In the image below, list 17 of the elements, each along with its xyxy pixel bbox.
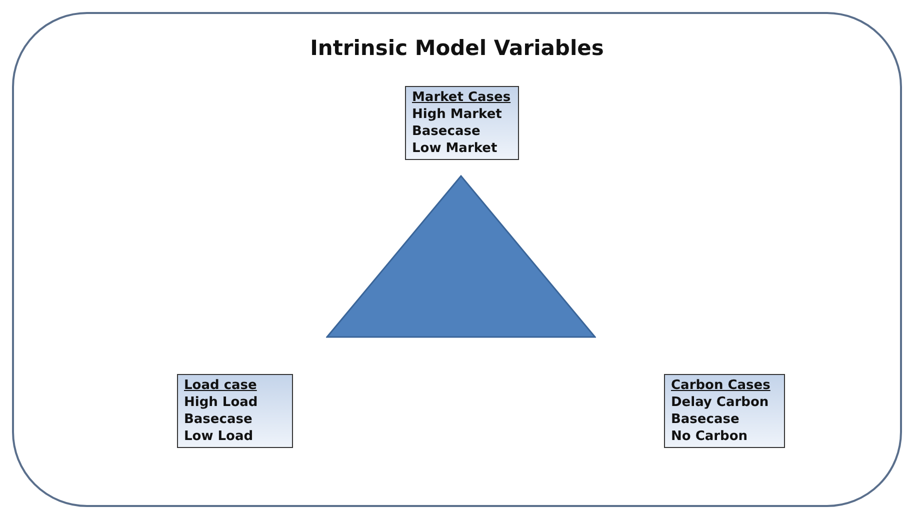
list-item: Basecase — [412, 123, 482, 140]
variable-box — [177, 374, 293, 448]
box-heading: Carbon Cases — [671, 377, 772, 394]
panel-title: Intrinsic Model Variables — [310, 36, 604, 60]
list-item: Basecase — [671, 411, 740, 428]
list-item: Low Market — [412, 140, 498, 157]
rounded-panel — [12, 12, 902, 507]
box-heading: Load case — [184, 377, 258, 394]
list-item: Basecase — [184, 411, 254, 428]
box-heading: Market Cases — [412, 89, 512, 106]
list-item: High Market — [412, 106, 503, 123]
list-item: High Load — [184, 394, 259, 411]
list-item: Delay Carbon — [671, 394, 770, 411]
list-item: No Carbon — [671, 428, 749, 445]
list-item: Low Load — [184, 428, 254, 445]
variable-box — [405, 86, 519, 160]
variable-box — [664, 374, 785, 448]
